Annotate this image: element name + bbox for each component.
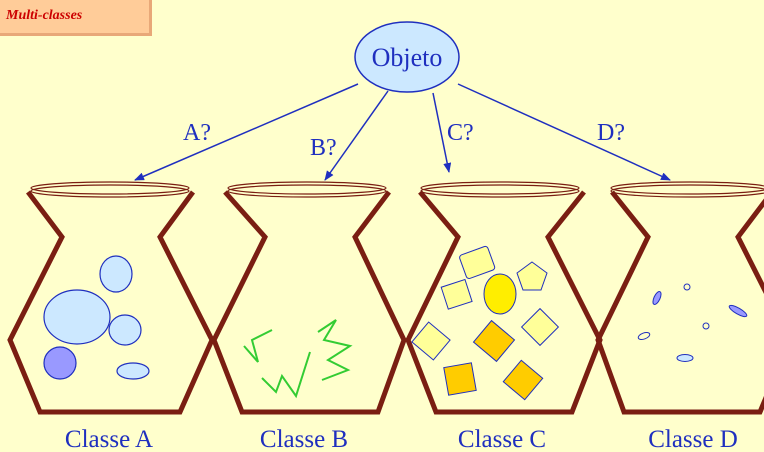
shape-item [483,273,517,315]
stick-item [261,351,311,399]
shape-item [516,261,548,291]
vase-b-body [211,190,407,415]
shape-item [502,359,544,401]
stick-item [243,329,273,363]
vase-c [405,181,603,415]
blob-item [108,314,142,346]
arrow-d [457,83,671,181]
dot-item [683,283,691,291]
shape-item [443,362,477,396]
slide-tag: Multi-classes [0,0,152,36]
vase-b [211,181,407,415]
shape-item [440,278,473,310]
class-d-label: Classe D [648,426,738,452]
root-node: Objeto [354,21,460,93]
blob-item [99,255,133,293]
dot-item [652,291,662,305]
shape-item [520,307,560,347]
shape-item [472,319,516,363]
vase-d-body [595,190,764,415]
vase-a [7,181,215,415]
question-b-label: B? [310,135,337,161]
question-d-label: D? [597,120,625,146]
root-node-label: Objeto [372,43,443,72]
class-b-label: Classe B [260,426,348,452]
vase-d [595,181,764,415]
class-c-label: Classe C [458,426,546,452]
shape-item [459,245,496,280]
vase-c-rim [420,181,580,195]
vase-c-body [405,190,603,415]
question-c-label: C? [447,120,474,146]
vase-a-rim [30,181,190,195]
vase-a-body [7,190,215,415]
dot-item [702,322,710,330]
arrow-b [324,90,389,181]
stick-item [317,319,353,381]
dot-item [676,354,694,362]
slide-tag-label: Multi-classes [6,8,83,23]
dot-item [637,332,651,340]
blob-item [43,289,111,345]
question-a-label: A? [183,120,211,146]
shape-item [411,321,451,361]
dot-item [728,304,748,318]
vase-b-rim [227,181,387,195]
vase-d-rim [610,181,764,195]
arrow-a [134,83,359,181]
class-a-label: Classe A [65,426,153,452]
blob-item [116,362,150,380]
blob-item [43,346,77,380]
arrow-c [432,92,452,173]
root-node-ellipse [354,21,460,93]
